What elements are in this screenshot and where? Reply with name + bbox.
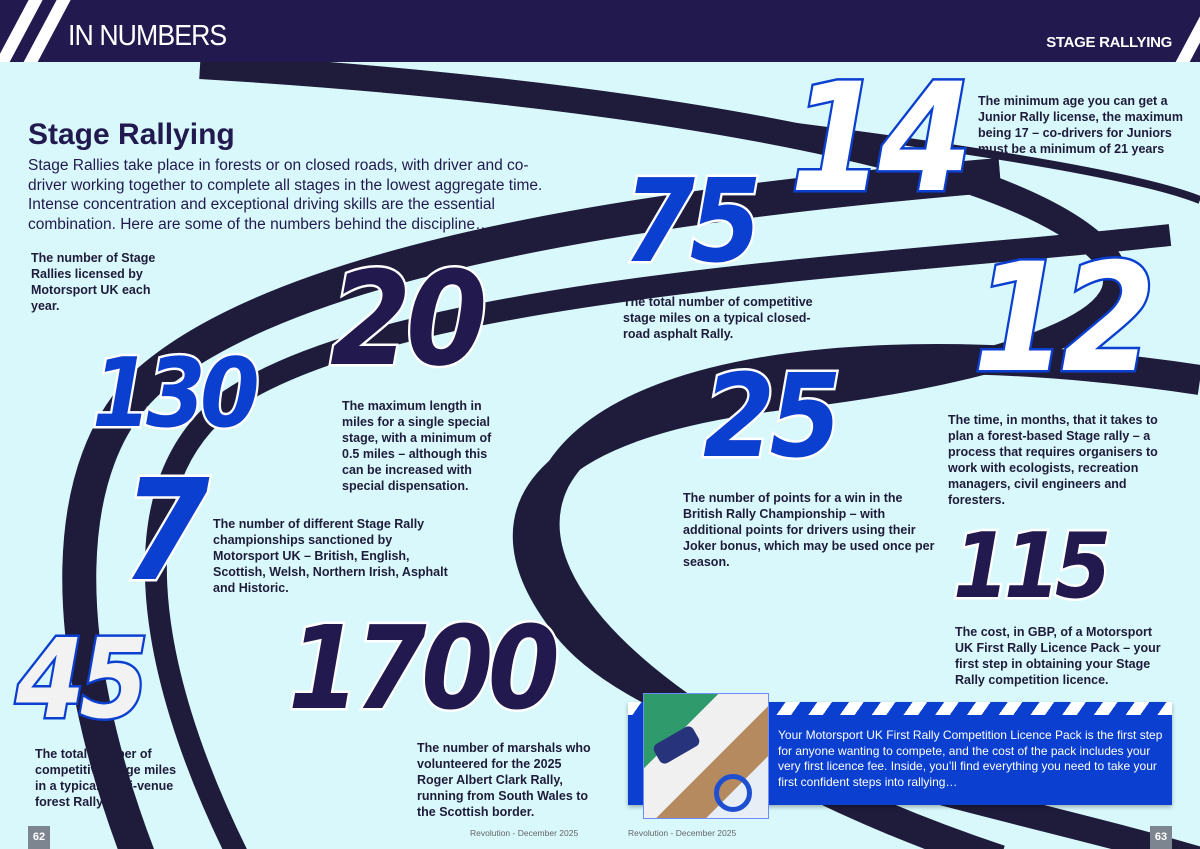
footer-credit-left: Revolution - December 2025 [470, 828, 579, 838]
stat-number-75: 75 [621, 155, 764, 289]
road-band [259, 66, 1200, 204]
motorsport-uk-logo [714, 774, 752, 812]
page-header: IN NUMBERS STAGE RALLYING [0, 0, 1200, 62]
stat-number-25: 25 [701, 350, 844, 484]
callout-text: Your Motorsport UK First Rally Competiti… [778, 728, 1163, 789]
page-number-left: 62 [28, 826, 50, 849]
rally-car-image [651, 724, 702, 766]
stat-number-1700: 1700 [286, 602, 562, 736]
stat-caption-25: The number of points for a win in the Br… [683, 491, 935, 569]
stat-caption-12: The time, in months, that it takes to pl… [948, 413, 1158, 507]
stat-caption-45: The total number of competitive stage mi… [35, 747, 177, 809]
header-section: STAGE RALLYING [1046, 34, 1172, 51]
stat-number-12: 12 [971, 232, 1158, 406]
licence-pack-photo [643, 693, 769, 819]
stat-caption-1700: The number of marshals who volunteered f… [417, 741, 591, 819]
stat-caption-115: The cost, in GBP, of a Motorsport UK Fir… [955, 625, 1161, 687]
footer-credit-right: Revolution - December 2025 [628, 828, 737, 838]
intro-text: Stage Rallies take place in forests or o… [28, 157, 543, 233]
stat-number-7: 7 [120, 450, 212, 613]
stripe-decoration [1166, 0, 1200, 62]
stat-number-20: 20 [328, 243, 490, 395]
stat-caption-130: The number of Stage Rallies licensed by … [31, 251, 156, 313]
stat-caption-20: The maximum length in miles for a single… [342, 399, 492, 493]
stat-caption-75: The total number of competitive stage mi… [623, 295, 813, 341]
header-title: IN NUMBERS [68, 20, 227, 52]
stat-number-130: 130 [90, 339, 262, 449]
page-number-right: 63 [1150, 826, 1172, 849]
stat-number-45: 45 [14, 615, 151, 743]
stat-number-14: 14 [788, 52, 975, 226]
road-band [62, 158, 1002, 849]
stat-number-115: 115 [951, 514, 1114, 619]
road-band [144, 224, 1172, 849]
intro-title: Stage Rallying [28, 118, 235, 151]
stat-caption-7: The number of different Stage Rally cham… [213, 517, 448, 595]
stat-caption-14: The minimum age you can get a Junior Ral… [978, 94, 1183, 172]
